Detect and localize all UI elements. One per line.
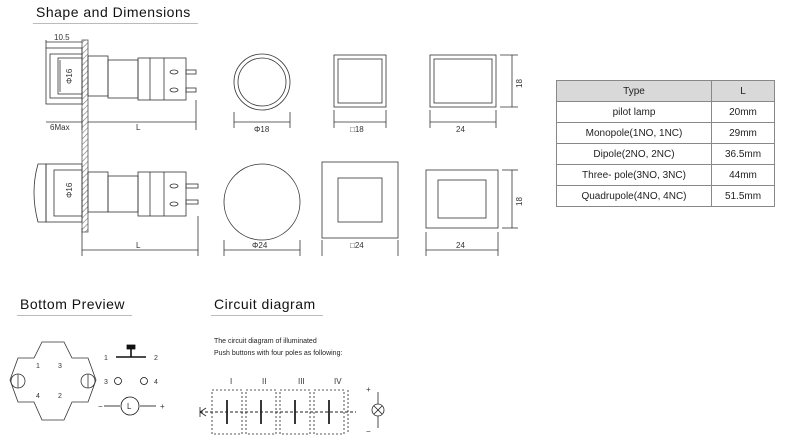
dim-sq24: □24 <box>350 241 364 250</box>
circuit-schematic <box>199 389 385 435</box>
circuit-plus: + <box>366 385 371 394</box>
sw-pin3: 3 <box>104 379 108 386</box>
sw-pin4: 4 <box>154 379 158 386</box>
bp-pin1: 1 <box>36 363 40 370</box>
round-18-view <box>233 53 291 128</box>
table-header-row: Type L <box>556 80 775 102</box>
dim-L-bottom: L <box>136 241 141 250</box>
dim-phi24: Φ24 <box>252 241 268 250</box>
pole-IV: IV <box>334 377 342 386</box>
dim-24-bottom: 24 <box>456 241 465 250</box>
dim-18-bottom: 18 <box>515 197 524 206</box>
dim-phi18: Φ18 <box>254 125 270 134</box>
row-type: Three- pole(3NO, 3NC) <box>556 164 712 186</box>
row-type: Monopole(1NO, 1NC) <box>556 122 712 144</box>
side-view-pilot <box>45 39 197 233</box>
row-type: Quadrupole(4NO, 4NC) <box>556 185 712 207</box>
bp-pin3: 3 <box>58 363 62 370</box>
row-length: 51.5mm <box>711 185 775 207</box>
table-row: Quadrupole(4NO, 4NC) 51.5mm <box>556 185 775 207</box>
rect-24x18-view <box>429 54 518 128</box>
sw-pin2: 2 <box>154 355 158 362</box>
sw-pin1: 1 <box>104 355 108 362</box>
row-length: 44mm <box>711 164 775 186</box>
side-view-button <box>33 163 199 256</box>
table-row: pilot lamp 20mm <box>556 101 775 123</box>
bp-pin2: 2 <box>58 393 62 400</box>
bp-pin4: 4 <box>36 393 40 400</box>
circuit-diagram-title-text: Circuit diagram <box>214 296 316 312</box>
bottom-preview-title-text: Bottom Preview <box>20 296 126 312</box>
header-type: Type <box>556 80 712 102</box>
square-24-view <box>321 161 399 256</box>
rect-24-bottom-view <box>425 169 518 256</box>
dim-phi16-top: Φ16 <box>65 68 74 84</box>
circuit-minus: − <box>366 427 371 436</box>
pole-III: III <box>298 377 305 386</box>
circuit-desc-line2: Push buttons with four poles as followin… <box>214 350 343 357</box>
table-row: Dipole(2NO, 2NC) 36.5mm <box>556 143 775 165</box>
dim-L-top: L <box>136 123 141 132</box>
shape-dimensions-title-text: Shape and Dimensions <box>36 4 191 20</box>
round-24-view <box>223 163 301 256</box>
circuit-diagram-title: Circuit diagram <box>210 296 326 316</box>
sw-minus: − <box>98 402 103 411</box>
dim-6max: 6Max <box>50 123 70 132</box>
sw-lamp-label: L <box>127 402 132 411</box>
pole-I: I <box>230 377 232 386</box>
bottom-preview-title: Bottom Preview <box>16 296 135 316</box>
row-length: 20mm <box>711 101 775 123</box>
dim-sq18: □18 <box>350 125 364 134</box>
dim-10-5: 10.5 <box>54 33 70 42</box>
table-row: Monopole(1NO, 1NC) 29mm <box>556 122 775 144</box>
table-row: Three- pole(3NO, 3NC) 44mm <box>556 164 775 186</box>
circuit-desc-line1: The circuit diagram of illuminated <box>214 338 317 345</box>
row-type: pilot lamp <box>556 101 712 123</box>
dim-phi16-bottom: Φ16 <box>65 182 74 198</box>
row-length: 29mm <box>711 122 775 144</box>
row-length: 36.5mm <box>711 143 775 165</box>
switch-symbol <box>104 344 156 416</box>
row-type: Dipole(2NO, 2NC) <box>556 143 712 165</box>
dim-24-top: 24 <box>456 125 465 134</box>
square-18-view <box>333 54 387 128</box>
shape-dimensions-title: Shape and Dimensions <box>32 4 201 24</box>
sw-plus: + <box>160 402 165 411</box>
pole-II: II <box>262 377 266 386</box>
type-length-table: Type L pilot lamp 20mm Monopole(1NO, 1NC… <box>556 80 775 207</box>
bottom-preview-shape <box>9 341 97 421</box>
header-l: L <box>711 80 775 102</box>
dim-18-top: 18 <box>515 79 524 88</box>
